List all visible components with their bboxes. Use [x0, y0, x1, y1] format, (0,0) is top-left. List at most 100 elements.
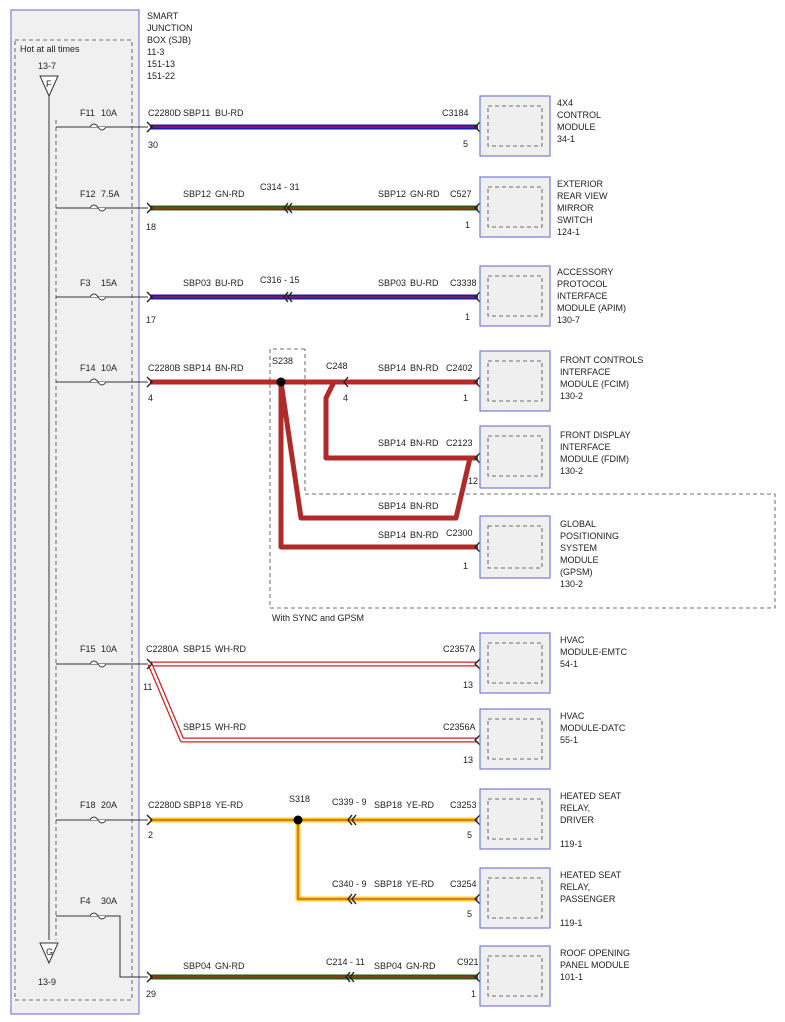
- module-fdim: C2123 12 FRONT DISPLAY INTERFACE MODULE …: [446, 425, 631, 489]
- module-name-line: POSITIONING: [560, 531, 619, 541]
- module-pin-label: 5: [467, 830, 472, 840]
- module-name-line: HEATED SEAT: [560, 870, 622, 880]
- sjb-title-line: BOX (SJB): [147, 35, 191, 45]
- splice-s238-icon: [276, 377, 286, 387]
- module-name-line: 55-1: [560, 735, 578, 745]
- sjb-pin-label: 17: [146, 315, 156, 325]
- fuse-name: F18: [80, 800, 96, 810]
- module-name-line: INTERFACE: [560, 442, 611, 452]
- sjb-title-line: SMART: [147, 11, 179, 21]
- inline-connector-icon: [283, 202, 293, 214]
- wire-color-label: WH-RD: [215, 644, 246, 654]
- fuse-amps: 30A: [101, 896, 117, 906]
- sjb-box: [10, 9, 140, 1015]
- module-name-line: EXTERIOR: [557, 179, 604, 189]
- module-pin-label: 5: [467, 909, 472, 919]
- wire-color-label: BN-RD: [215, 363, 244, 373]
- sjb-pin-label: 4: [148, 393, 153, 403]
- module-name-line: SYSTEM: [560, 543, 597, 553]
- top-ref-label: 13-7: [38, 61, 56, 71]
- module-pin-label: 13: [463, 680, 473, 690]
- sjb-title-line: 151-13: [147, 59, 175, 69]
- inline-connector-label: C214 - 11: [326, 957, 365, 967]
- module-name-line: ROOF OPENING: [560, 948, 630, 958]
- sjb-title: SMART JUNCTION BOX (SJB) 11-3 151-13 151…: [147, 11, 193, 81]
- wire-color-label: GN-RD: [410, 189, 440, 199]
- inline-connector-icon: [283, 291, 293, 303]
- inline-connector-labels: C314 - 31 C316 - 15 C248 4 C339 - 9 C340…: [260, 182, 367, 967]
- module-name-line: 101-1: [560, 972, 583, 982]
- wire-color-label: BN-RD: [410, 501, 439, 511]
- wire-circuit-label: SBP14: [378, 438, 406, 448]
- sjb-connector-label: C2280A: [146, 644, 179, 654]
- module-connector-label: C2300: [446, 528, 473, 538]
- inline-connector-icon: [345, 971, 355, 983]
- module-name-line: 34-1: [557, 134, 575, 144]
- module-pin-label: 1: [471, 989, 476, 999]
- splice-s318-icon: [293, 815, 303, 825]
- module-connector-label: C2357A: [443, 644, 476, 654]
- module-name-line: GLOBAL: [560, 519, 596, 529]
- hot-at-all-times-label: Hot at all times: [20, 44, 80, 54]
- wire-circuit-label: SBP11: [183, 108, 210, 118]
- connector-arrow-icon: [146, 291, 153, 303]
- module-4x4-control: C3184 5 4X4 CONTROL MODULE 34-1: [442, 95, 601, 157]
- wire-color-label: BN-RD: [410, 530, 439, 540]
- sjb-title-line: 151-22: [147, 71, 175, 81]
- connector-arrow-icon: [146, 121, 153, 133]
- fuse-icon: [89, 123, 107, 131]
- sjb-connector-label: C2280D: [148, 108, 182, 118]
- wire-color-label: BU-RD: [410, 278, 439, 288]
- module-name-line: INTERFACE: [560, 367, 611, 377]
- connector-arrow-icon: [474, 893, 481, 905]
- sjb-title-line: 11-3: [147, 47, 164, 57]
- module-name-line: 119-1: [560, 839, 582, 849]
- wire-circuit-label: SBP18: [374, 800, 402, 810]
- connector-arrow-icon: [474, 452, 481, 464]
- bottom-ref-label: 13-9: [38, 977, 56, 987]
- module-name-line: PANEL MODULE: [560, 960, 630, 970]
- module-heated-seat-driver: C3253 5 HEATED SEAT RELAY, DRIVER 119-1: [450, 788, 622, 850]
- module-exterior-mirror-switch: C527 1 EXTERIOR REAR VIEW MIRROR SWITCH …: [450, 176, 608, 238]
- module-name-line: 54-1: [560, 659, 578, 669]
- wire-circuit-label: SBP14: [378, 501, 406, 511]
- bottom-ref-letter: G: [46, 947, 53, 957]
- fuse-name: F15: [80, 644, 96, 654]
- module-hvac-emtc: C2357A 13 HVAC MODULE-EMTC 54-1: [443, 632, 627, 694]
- fuse-amps: 7.5A: [101, 189, 120, 199]
- module-name-line: MODULE-DATC: [560, 723, 626, 733]
- module-name-line: MIRROR: [557, 203, 594, 213]
- module-connector-label: C3184: [442, 108, 469, 118]
- module-connector-label: C921: [457, 957, 479, 967]
- wire-circuit-label: SBP15: [183, 722, 211, 732]
- module-pin-label: 12: [468, 476, 478, 486]
- module-name-line: REAR VIEW: [557, 191, 608, 201]
- wire-color-label: GN-RD: [406, 961, 436, 971]
- fuse-amps: 15A: [101, 278, 117, 288]
- module-pin-label: 13: [463, 755, 473, 765]
- wire-color-label: BU-RD: [215, 278, 244, 288]
- inline-connector-pin: 4: [343, 393, 348, 403]
- connector-arrow-icon: [146, 971, 153, 983]
- module-name-line: CONTROL: [557, 110, 601, 120]
- fuse-amps: 10A: [101, 108, 117, 118]
- wire-color-label: YE-RD: [406, 879, 435, 889]
- sjb-inner-dashed: [14, 39, 133, 1001]
- module-name-line: MODULE (FCIM): [560, 379, 629, 389]
- module-name-line: FRONT CONTROLS: [560, 355, 643, 365]
- inline-connector-label: C316 - 15: [260, 275, 300, 285]
- fuse-amps: 10A: [101, 644, 117, 654]
- wire-color-label: GN-RD: [215, 189, 245, 199]
- sync-gpsm-option-outline: [269, 348, 776, 609]
- module-name-line: 130-2: [560, 391, 583, 401]
- module-pin-label: 1: [463, 561, 468, 571]
- option-note: With SYNC and GPSM: [272, 613, 364, 623]
- wire-color-label: GN-RD: [215, 961, 245, 971]
- connector-arrow-icon: [474, 291, 481, 303]
- module-connector-label: C3254: [450, 879, 477, 889]
- sjb-connector-labels: C2280D 30 18 17 C2280B 4 C2280A 11 C2280…: [143, 108, 182, 999]
- wire-color-label: BU-RD: [215, 108, 244, 118]
- connector-arrow-icon: [474, 658, 481, 670]
- wire-circuit-label: SBP04: [183, 961, 211, 971]
- module-name-line: HEATED SEAT: [560, 791, 622, 801]
